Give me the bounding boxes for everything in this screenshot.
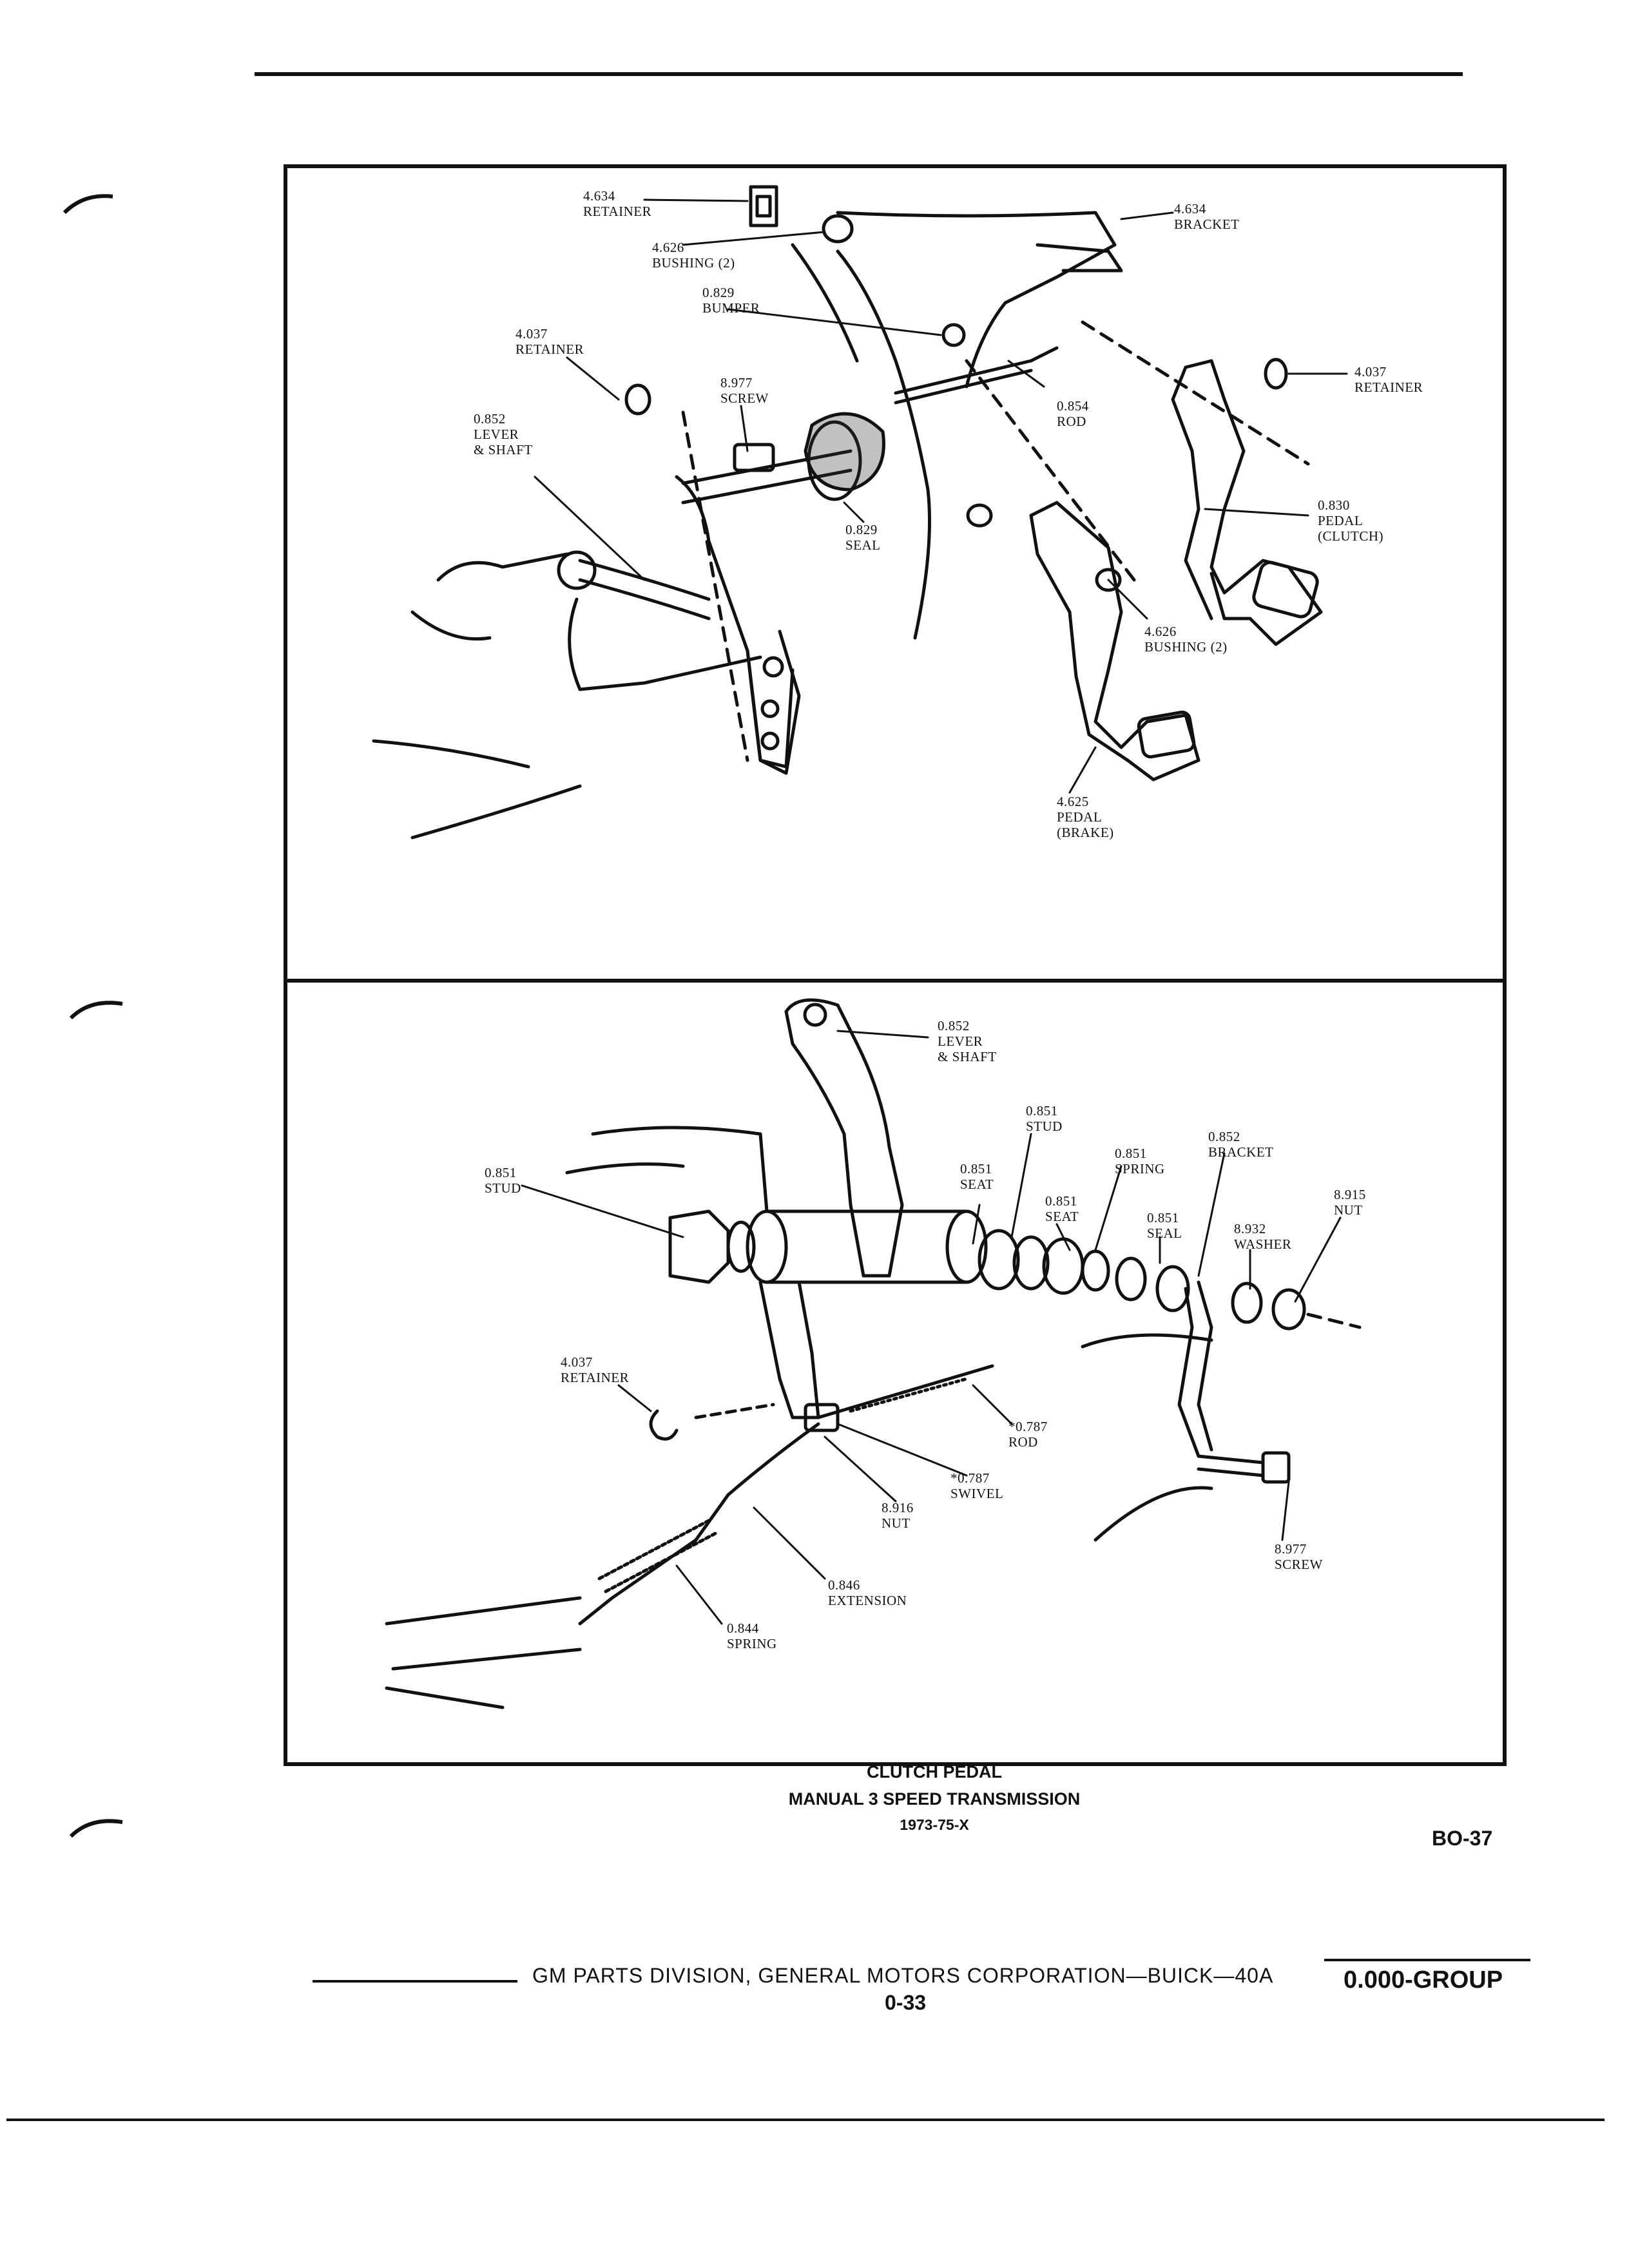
top-rule xyxy=(255,72,1463,76)
footer-publisher: GM PARTS DIVISION, GENERAL MOTORS CORPOR… xyxy=(532,1964,1274,1987)
footer-group: 0.000-GROUP xyxy=(1344,1966,1503,1994)
bottom-diagram-panel xyxy=(284,979,1507,1766)
footer-rule-left xyxy=(313,1980,517,1983)
page-code: BO-37 xyxy=(1432,1827,1493,1850)
caption-subtitle: MANUAL 3 SPEED TRANSMISSION xyxy=(788,1789,1081,1809)
caption: CLUTCH PEDAL MANUAL 3 SPEED TRANSMISSION… xyxy=(644,1762,1224,1846)
footer-rule-right xyxy=(1324,1959,1530,1961)
binder-hole-marks xyxy=(63,194,123,1838)
caption-title: CLUTCH PEDAL xyxy=(867,1762,1002,1782)
footer-page-number: 0-33 xyxy=(885,1991,927,2014)
bottom-rule xyxy=(6,2119,1605,2121)
caption-years: 1973-75-X xyxy=(900,1816,969,1833)
